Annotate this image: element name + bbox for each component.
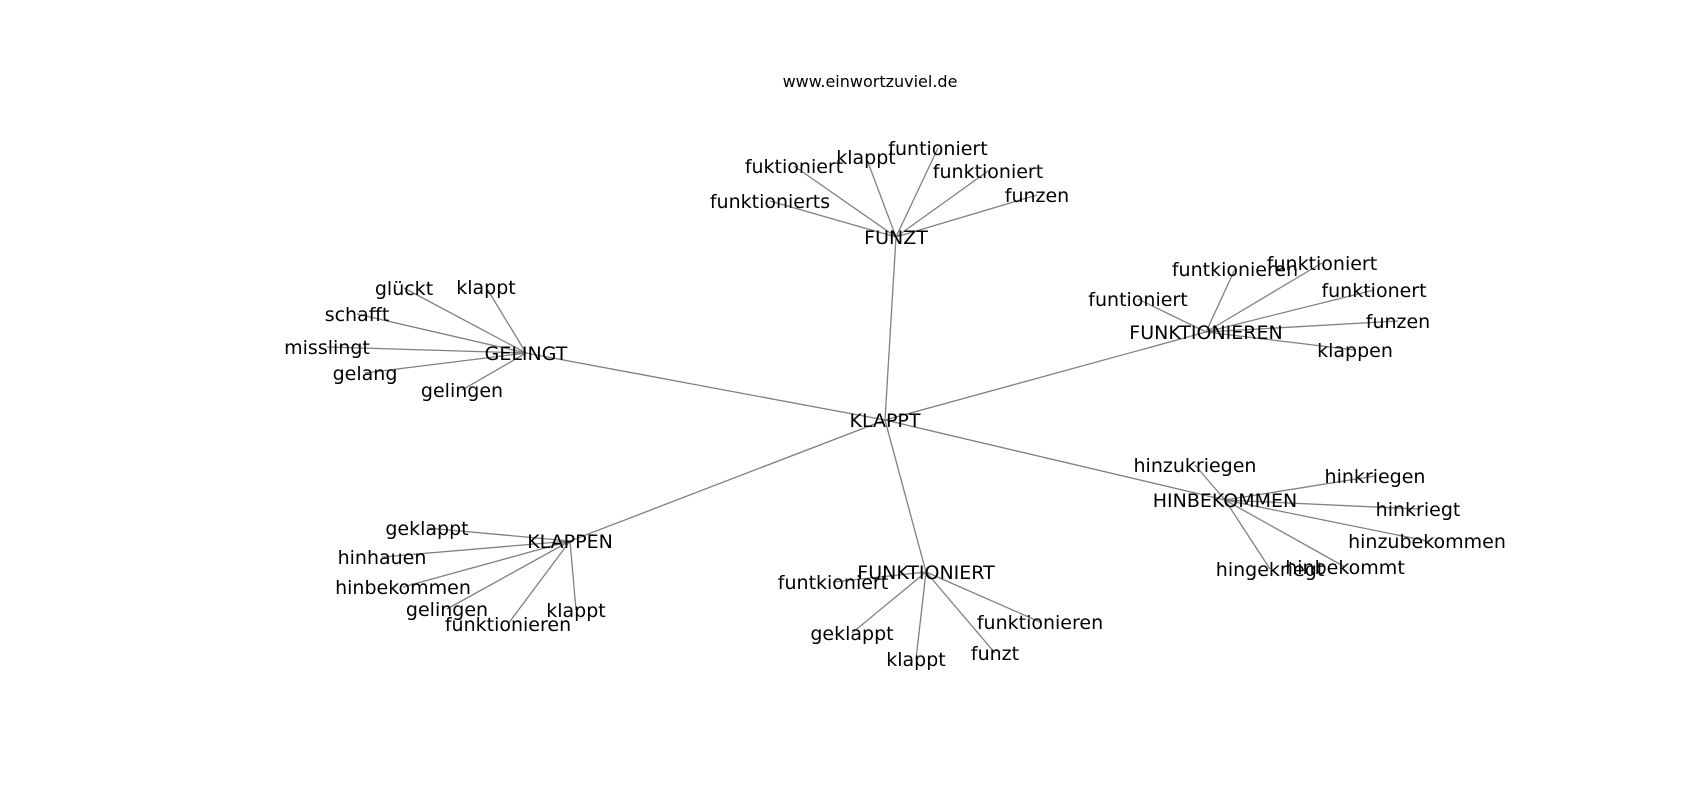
leaf-node-hinbekommen-hinzukriegen: hinzukriegen <box>1134 455 1257 477</box>
leaf-node-funktioniert-funzt: funzt <box>971 643 1019 665</box>
leaf-node-gelingt-gl-ckt: glückt <box>375 278 433 300</box>
edge-root-hinbekommen <box>884 419 1226 501</box>
edge-funzt-funzen <box>895 194 1038 238</box>
leaf-node-gelingt-klappt: klappt <box>456 277 516 299</box>
edge-funzt-funktioniert <box>895 170 989 238</box>
edge-funzt-klappt <box>865 156 897 238</box>
leaf-node-funktionieren-funktionert: funktionert <box>1321 280 1426 302</box>
group-node-klappen: KLAPPEN <box>527 531 613 553</box>
edge-hinbekommen-hinzukriegen <box>1194 464 1226 501</box>
edge-gelingt-gelingen <box>461 352 527 391</box>
edge-hinbekommen-hinkriegt <box>1224 499 1419 510</box>
edge-root-funktioniert <box>884 419 927 573</box>
leaf-node-funktioniert-funktionieren: funktionieren <box>977 612 1103 634</box>
edge-funzt-fuktioniert <box>793 165 897 238</box>
edge-funktioniert-funtkioniert <box>832 571 927 583</box>
leaf-node-funktioniert-geklappt: geklappt <box>810 623 893 645</box>
leaf-node-hinbekommen-hinzubekommen: hinzubekommen <box>1348 531 1506 553</box>
leaf-node-funzt-funtioniert: funtioniert <box>888 138 987 160</box>
edge-gelingt-gl-ckt <box>403 287 527 354</box>
edge-funktionieren-klappen <box>1205 331 1356 351</box>
leaf-node-klappen-gelingen: gelingen <box>406 599 488 621</box>
leaf-node-funzt-funzen: funzen <box>1005 185 1069 207</box>
leaf-node-funzt-klappt: klappt <box>836 147 896 169</box>
leaf-node-klappen-hinbekommen: hinbekommen <box>335 577 471 599</box>
edge-funktioniert-funzt <box>925 571 996 654</box>
site-title: www.einwortzuviel.de <box>783 72 958 91</box>
edge-funzt-funktionierts <box>769 200 897 238</box>
edge-root-funzt <box>884 236 897 421</box>
leaf-node-funzt-funktioniert: funktioniert <box>933 161 1043 183</box>
leaf-node-hinbekommen-hinkriegt: hinkriegt <box>1376 499 1461 521</box>
edge-klappen-geklappt <box>426 527 571 542</box>
edge-gelingt-schafft <box>356 313 527 354</box>
leaf-node-funktioniert-klappt: klappt <box>886 649 946 671</box>
edge-funktioniert-klappt <box>915 571 927 660</box>
edge-klappen-funktionieren <box>507 540 571 625</box>
edge-gelingt-gelang <box>364 352 527 374</box>
leaf-node-funktionieren-funtioniert: funtioniert <box>1088 289 1187 311</box>
edge-hinbekommen-hinbekommt <box>1224 499 1346 568</box>
edge-klappen-hinbekommen <box>402 540 571 588</box>
edge-funktionieren-funktionert <box>1205 289 1375 333</box>
leaf-node-gelingt-gelang: gelang <box>333 363 398 385</box>
group-node-gelingt: GELINGT <box>485 343 568 365</box>
leaf-node-klappen-hinhauen: hinhauen <box>338 547 427 569</box>
group-node-hinbekommen: HINBEKOMMEN <box>1153 490 1298 512</box>
leaf-node-funktionieren-funzen: funzen <box>1366 311 1430 333</box>
leaf-node-klappen-klappt: klappt <box>546 600 606 622</box>
leaf-node-funktionieren-klappen: klappen <box>1317 340 1393 362</box>
leaf-node-funktionieren-funktioniert: funktioniert <box>1267 253 1377 275</box>
root-node-klappt: KLAPPT <box>850 410 921 432</box>
edge-klappen-hinhauen <box>381 540 571 558</box>
edge-klappen-gelingen <box>446 540 571 610</box>
edge-gelingt-klappt <box>485 286 527 354</box>
leaf-node-hinbekommen-hinbekommt: hinbekommt <box>1285 557 1405 579</box>
group-node-funktioniert: FUNKTIONIERT <box>857 562 995 584</box>
leaf-node-hinbekommen-hingekriegt: hingekriegt <box>1216 559 1324 581</box>
edge-root-gelingt <box>525 352 886 421</box>
leaf-node-gelingt-misslingt: misslingt <box>284 337 370 359</box>
group-node-funzt: FUNZT <box>864 227 928 249</box>
edge-hinbekommen-hinzubekommen <box>1224 499 1428 542</box>
edge-funktioniert-funktionieren <box>925 571 1041 623</box>
leaf-node-hinbekommen-hinkriegen: hinkriegen <box>1325 466 1426 488</box>
labels-layer: KLAPPTFUNZTfunktioniertsfuktioniertklapp… <box>284 138 1506 671</box>
group-node-funktionieren: FUNKTIONIEREN <box>1129 322 1282 344</box>
edge-funzt-funtioniert <box>895 147 939 238</box>
leaf-node-gelingt-gelingen: gelingen <box>421 380 503 402</box>
edge-gelingt-misslingt <box>326 346 527 354</box>
leaf-node-funktioniert-funtkioniert: funtkioniert <box>778 572 888 594</box>
leaf-node-funzt-fuktioniert: fuktioniert <box>745 156 843 178</box>
edge-hinbekommen-hingekriegt <box>1224 499 1271 570</box>
leaf-node-funktionieren-funtkionieren: funtkionieren <box>1172 259 1298 281</box>
edge-funktionieren-funktioniert <box>1205 262 1323 333</box>
edge-root-klappen <box>569 419 886 542</box>
edges-layer <box>326 147 1428 660</box>
leaf-node-klappen-funktionieren: funktionieren <box>445 614 571 636</box>
leaf-node-klappen-geklappt: geklappt <box>385 518 468 540</box>
edge-klappen-klappt <box>569 540 577 611</box>
edge-funktioniert-geklappt <box>851 571 927 634</box>
edge-funktionieren-funtioniert <box>1137 298 1207 333</box>
leaf-node-funzt-funktionierts: funktionierts <box>710 191 830 213</box>
edge-hinbekommen-hinkriegen <box>1224 475 1376 501</box>
edge-funktionieren-funtkionieren <box>1205 268 1236 333</box>
edge-root-funktionieren <box>884 331 1207 421</box>
edge-funktionieren-funzen <box>1205 320 1399 333</box>
leaf-node-gelingt-schafft: schafft <box>325 304 390 326</box>
